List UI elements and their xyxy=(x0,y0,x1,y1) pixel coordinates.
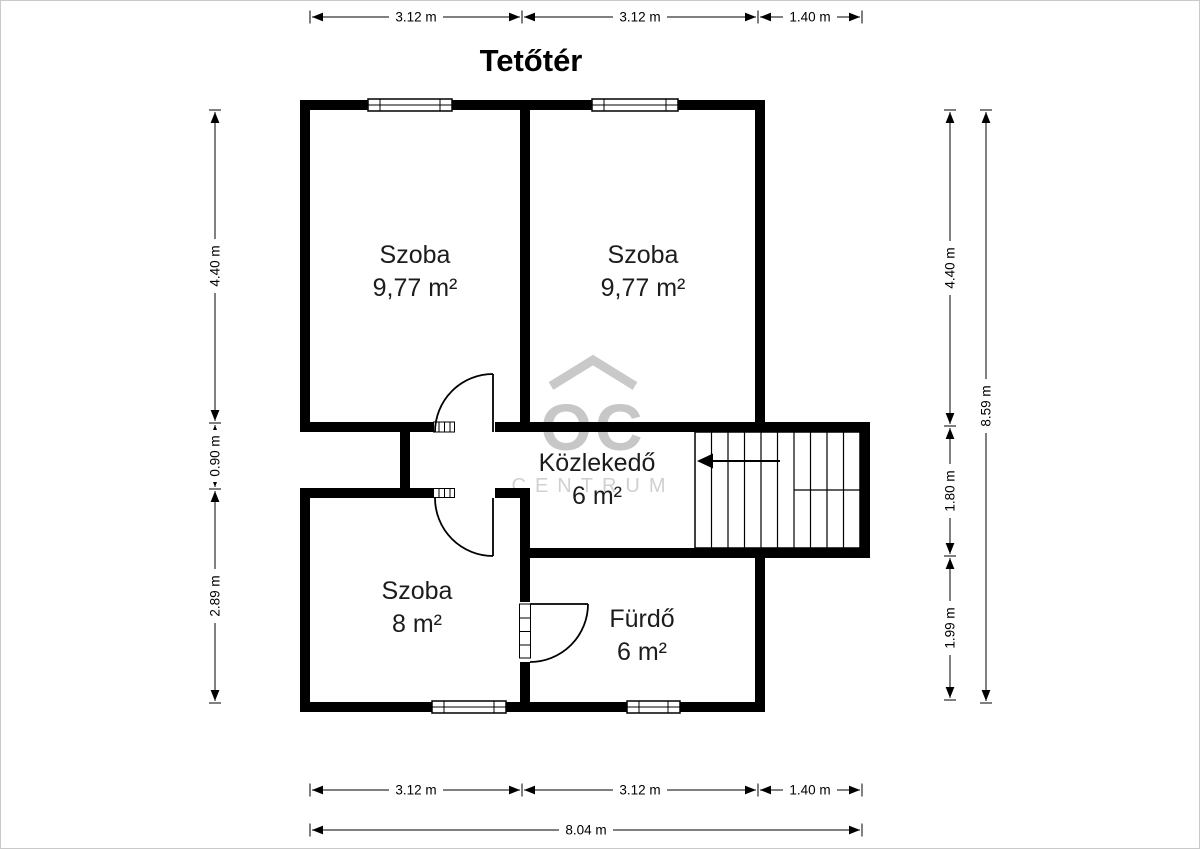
wall-segment xyxy=(860,422,870,558)
door-arc xyxy=(434,373,494,433)
wall-segment xyxy=(520,488,530,712)
watermark-subtext: CENTRUM xyxy=(512,475,675,497)
dim-value: 8.04 m xyxy=(565,823,606,838)
wall-segment xyxy=(755,100,765,432)
door-jamb xyxy=(433,488,455,498)
dim-value: 4.40 m xyxy=(943,247,958,288)
window xyxy=(591,98,679,112)
room-label-furdo: Fürdő 6 m² xyxy=(609,605,674,666)
windows xyxy=(367,98,681,714)
dim-value: 4.40 m xyxy=(208,245,223,286)
wall-segment xyxy=(300,488,310,712)
door-upper-room xyxy=(434,373,494,433)
doors xyxy=(434,373,589,663)
dim-value: 3.12 m xyxy=(395,783,436,798)
room-label-szoba-lower: Szoba 8 m² xyxy=(382,577,453,638)
window xyxy=(367,98,453,112)
walls xyxy=(300,100,870,712)
stair-direction-arrow-icon xyxy=(697,453,780,469)
room-label-szoba-upper-right: Szoba 9,77 m² xyxy=(601,241,686,302)
watermark-roof-icon xyxy=(548,354,638,390)
room-area: 8 m² xyxy=(392,610,442,638)
wall-segment xyxy=(755,548,765,712)
dim-value: 3.12 m xyxy=(619,783,660,798)
wall-segment xyxy=(520,548,870,558)
dim-value: 1.99 m xyxy=(943,607,958,648)
wall-segment xyxy=(400,422,410,498)
dim-value: 3.12 m xyxy=(619,10,660,25)
room-label-kozlekedo: Közlekedő 6 m² xyxy=(539,449,656,510)
room-area: 9,77 m² xyxy=(601,274,686,302)
wall-segment xyxy=(520,100,530,432)
door-jambs xyxy=(433,421,531,659)
door-openings xyxy=(433,421,531,662)
page-title: Tetőtér xyxy=(480,43,583,78)
door-jamb xyxy=(433,421,455,433)
room-labels: Szoba 9,77 m² Szoba 9,77 m² Közlekedő 6 … xyxy=(373,241,686,666)
dim-value: 1.40 m xyxy=(789,10,830,25)
door-arc xyxy=(434,497,494,557)
room-area: 9,77 m² xyxy=(373,274,458,302)
room-area: 6 m² xyxy=(572,482,622,510)
dim-value: 2.89 m xyxy=(208,575,223,616)
window xyxy=(431,700,507,714)
window xyxy=(626,700,681,714)
dim-value: 3.12 m xyxy=(395,10,436,25)
wall-segment xyxy=(300,702,765,712)
door-jamb xyxy=(519,603,531,659)
dimension-right: 4.40 m 1.80 m 1.99 m xyxy=(942,109,958,701)
dimension-left: 4.40 m 0.90 m 2.89 m xyxy=(207,109,223,704)
wall-segment xyxy=(300,100,765,110)
room-label-szoba-upper-left: Szoba 9,77 m² xyxy=(373,241,458,302)
room-name: Fürdő xyxy=(609,605,674,633)
dimension-bottom: 3.12 m 3.12 m 1.40 m xyxy=(309,782,863,798)
room-name: Szoba xyxy=(382,577,453,605)
wall-segment xyxy=(300,488,530,498)
door-bathroom xyxy=(529,603,589,663)
dim-value: 1.40 m xyxy=(789,783,830,798)
dim-value: 0.90 m xyxy=(208,435,223,476)
door-lower-room xyxy=(434,497,494,557)
stair-treads xyxy=(710,432,860,548)
room-name: Szoba xyxy=(608,241,679,269)
dimension-bottom-total: 8.04 m xyxy=(309,822,863,838)
dim-value: 1.80 m xyxy=(943,470,958,511)
dim-value: 8.59 m xyxy=(979,385,994,426)
wall-segment xyxy=(300,422,870,432)
room-name: Közlekedő xyxy=(539,449,656,477)
dimension-top: 3.12 m 3.12 m 1.40 m xyxy=(309,9,863,25)
dimension-right-total: 8.59 m xyxy=(978,109,994,704)
room-area: 6 m² xyxy=(617,638,667,666)
staircase xyxy=(694,431,861,549)
wall-segment xyxy=(300,100,310,432)
room-name: Szoba xyxy=(380,241,451,269)
door-arc xyxy=(529,603,589,663)
